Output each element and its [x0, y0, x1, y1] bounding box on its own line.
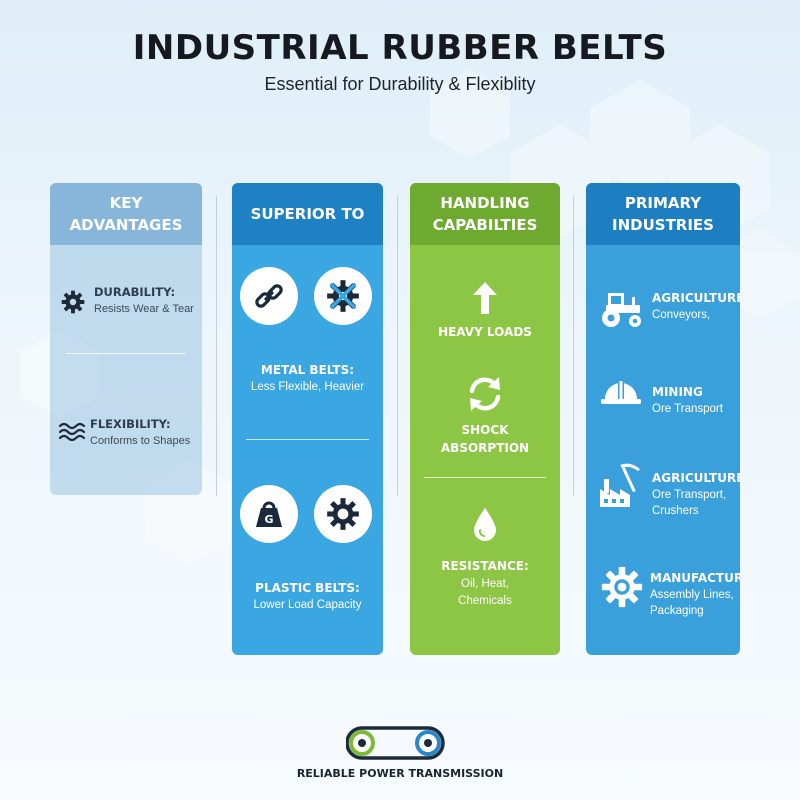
gear-icon: [314, 485, 372, 543]
resistance-desc-line1: Oil, Heat,: [461, 578, 509, 590]
column-separator: [216, 196, 217, 496]
divider: [246, 439, 369, 440]
tractor-icon: [602, 293, 641, 327]
manufacturing-label: MANUFACTURING: [650, 571, 740, 585]
svg-text:G: G: [264, 513, 273, 526]
arrow-up-icon: [473, 282, 497, 314]
shock-absorption-label-line1: SHOCK: [461, 423, 509, 437]
flexibility-label: FLEXIBILITY:: [90, 417, 171, 431]
page-title: INDUSTRIAL RUBBER BELTS: [132, 28, 668, 68]
metal-belts-desc: Less Flexible, Heavier: [250, 381, 365, 393]
key-advantages-body: DURABILITY: Resists Wear & Tear FLEXIBIL…: [50, 245, 202, 495]
agriculture-desc-2-line2: Crushers: [652, 505, 699, 517]
gear-icon: [61, 290, 85, 314]
resistance-label: RESISTANCE:: [441, 559, 529, 573]
metal-belts-label: METAL BELTS:: [260, 363, 355, 377]
weight-icon: G: [240, 485, 298, 543]
durability-label: DURABILITY:: [94, 285, 176, 299]
divider: [424, 477, 546, 478]
plastic-belts-label: PLASTIC BELTS:: [255, 581, 360, 595]
agriculture-desc-1: Conveyors,: [652, 309, 711, 321]
handling-capabilities-panel: HANDLING CAPABILTIES HEAVY LOADS SHOCK A…: [410, 183, 560, 655]
gear-icon: [601, 566, 643, 608]
shock-absorption-label-line2: ABSORPTION: [440, 441, 530, 455]
column-separator: [573, 196, 574, 496]
hard-hat-icon: [601, 381, 641, 404]
broken-gear-icon: [314, 267, 372, 325]
page-subtitle: Essential for Durability & Flexiblity: [264, 74, 536, 94]
belt-pulley-icon: [346, 726, 445, 760]
divider: [66, 353, 186, 354]
durability-desc: Resists Wear & Tear: [94, 303, 194, 315]
handling-capabilities-heading: HANDLING CAPABILTIES: [410, 183, 560, 245]
manufacturing-desc-line1: Assembly Lines,: [650, 589, 734, 601]
primary-industries-body: AGRICULTURE: Conveyors, MINING Ore Trans…: [586, 245, 740, 655]
footer-tagline: RELIABLE POWER TRANSMISSION: [296, 767, 504, 780]
primary-industries-panel: PRIMARY INDUSTRIES AGRICULTURE: Conveyor…: [586, 183, 740, 655]
resistance-desc-line2: Chemicals: [458, 595, 512, 607]
superior-to-panel: SUPERIOR TO: [232, 183, 383, 655]
flexibility-desc: Conforms to Shapes: [90, 435, 191, 447]
agriculture-label-1: AGRICULTURE:: [652, 291, 740, 305]
cycle-arrows-icon: [469, 377, 501, 411]
agriculture-label-2: AGRICULTURE:: [652, 471, 740, 485]
superior-to-body: METAL BELTS: Less Flexible, Heavier G: [232, 245, 383, 655]
column-separator: [397, 196, 398, 496]
mining-desc: Ore Transport: [652, 403, 723, 415]
factory-pickaxe-icon: [600, 463, 640, 507]
key-advantages-panel: KEY ADVANTAGES DURABILITY: Resists Wear …: [50, 183, 202, 495]
agriculture-desc-2-line1: Ore Transport,: [652, 489, 727, 501]
wave-icon: [58, 422, 86, 442]
handling-capabilities-body: HEAVY LOADS SHOCK ABSORPTION RESISTANCE:…: [410, 245, 560, 655]
superior-to-heading: SUPERIOR TO: [232, 183, 383, 245]
plastic-belts-desc: Lower Load Capacity: [253, 599, 362, 611]
droplet-icon: [474, 508, 496, 541]
heavy-loads-label: HEAVY LOADS: [438, 325, 532, 339]
mining-label: MINING: [652, 385, 703, 399]
chain-icon: [240, 267, 298, 325]
manufacturing-desc-line2: Packaging: [650, 605, 704, 617]
key-advantages-heading: KEY ADVANTAGES: [50, 183, 202, 245]
primary-industries-heading: PRIMARY INDUSTRIES: [586, 183, 740, 245]
